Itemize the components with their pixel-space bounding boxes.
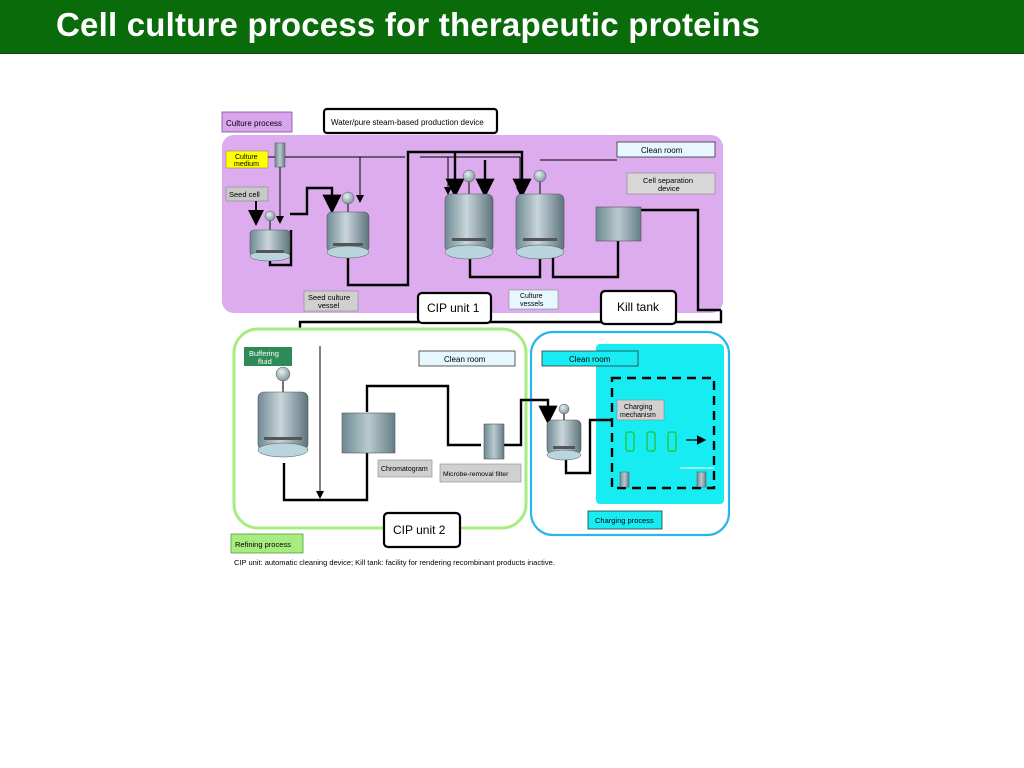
charging-tank	[546, 403, 582, 461]
charging-process-box	[587, 510, 663, 530]
charging-process-label: Charging process	[595, 516, 654, 525]
clean-room-right-box	[541, 350, 639, 367]
culture-medium-line2: medium	[234, 161, 259, 168]
buffering-tank	[257, 366, 309, 458]
steam-device-box	[322, 107, 499, 135]
conveyor-leg-left	[619, 471, 630, 488]
cell-separation-box	[626, 172, 716, 195]
cip-unit-1-label: CIP unit 1	[427, 301, 480, 315]
culture-vessel-2	[515, 169, 565, 260]
conveyor-leg-right	[696, 471, 707, 488]
culture-vessel-1	[444, 169, 494, 260]
footnote: CIP unit: automatic cleaning device; Kil…	[234, 558, 555, 567]
vial-3	[667, 431, 677, 452]
title-bar: Cell culture process for therapeutic pro…	[0, 0, 1024, 54]
culture-vessels-line2: vessels	[520, 301, 544, 308]
charging-mechanism-frame	[610, 376, 716, 490]
cell-separation-line1: Cell separation	[643, 176, 693, 185]
cip-unit-2-box	[382, 511, 462, 549]
clean-room-top-label: Clean room	[641, 146, 683, 155]
kill-tank-label: Kill tank	[617, 300, 660, 314]
buffering-line2: fluid	[258, 357, 272, 366]
refining-process-label: Refining process	[235, 540, 291, 549]
microbe-filter-label: Microbe-removal filter	[443, 471, 509, 478]
seed-tank-small	[249, 210, 291, 262]
microbe-filter-unit	[483, 423, 505, 460]
culture-vessels-label-box	[508, 289, 559, 310]
seed-vessel-line1: Seed culture	[308, 293, 350, 302]
clean-room-left-label: Clean room	[444, 355, 486, 364]
culture-medium-line1: Culture	[235, 154, 258, 161]
seed-vessel-label-box	[303, 290, 359, 312]
charging-mechanism-line2: mechanism	[620, 412, 656, 419]
charging-area-fill	[596, 344, 724, 504]
medium-valve	[274, 142, 286, 168]
clean-room-left-box	[418, 350, 516, 367]
cell-separation-unit	[595, 206, 642, 242]
seed-cell-box	[225, 186, 269, 202]
cip-unit-1-box	[416, 291, 493, 325]
slide-title: Cell culture process for therapeutic pro…	[56, 6, 760, 43]
seed-culture-vessel	[326, 191, 370, 259]
refining-process-box	[230, 533, 304, 554]
vial-1	[625, 431, 635, 452]
culture-process-label-box	[221, 111, 293, 133]
chromatogram-column	[341, 412, 396, 454]
cell-separation-line2: device	[658, 184, 680, 193]
cip-unit-2-label: CIP unit 2	[393, 523, 446, 537]
clean-room-right-label: Clean room	[569, 355, 611, 364]
charging-mechanism-label-box	[616, 399, 665, 421]
clean-room-top-box	[616, 141, 716, 158]
buffering-line1: Buffering	[249, 349, 279, 358]
seed-vessel-line2: vessel	[318, 301, 340, 310]
chromatogram-label-box	[377, 459, 433, 478]
chromatogram-label: Chromatogram	[381, 466, 428, 473]
steam-device-label: Water/pure steam-based production device	[331, 118, 484, 127]
culture-medium-box	[225, 150, 269, 169]
culture-vessels-line1: Culture	[520, 293, 543, 300]
culture-process-label: Culture process	[226, 119, 282, 128]
microbe-filter-label-box	[439, 463, 522, 483]
seed-cell-label: Seed cell	[229, 190, 260, 199]
charging-mechanism-line1: Charging	[624, 404, 653, 411]
kill-tank-box	[599, 289, 678, 326]
buffering-fluid-box	[244, 347, 292, 366]
vial-2	[646, 431, 656, 452]
